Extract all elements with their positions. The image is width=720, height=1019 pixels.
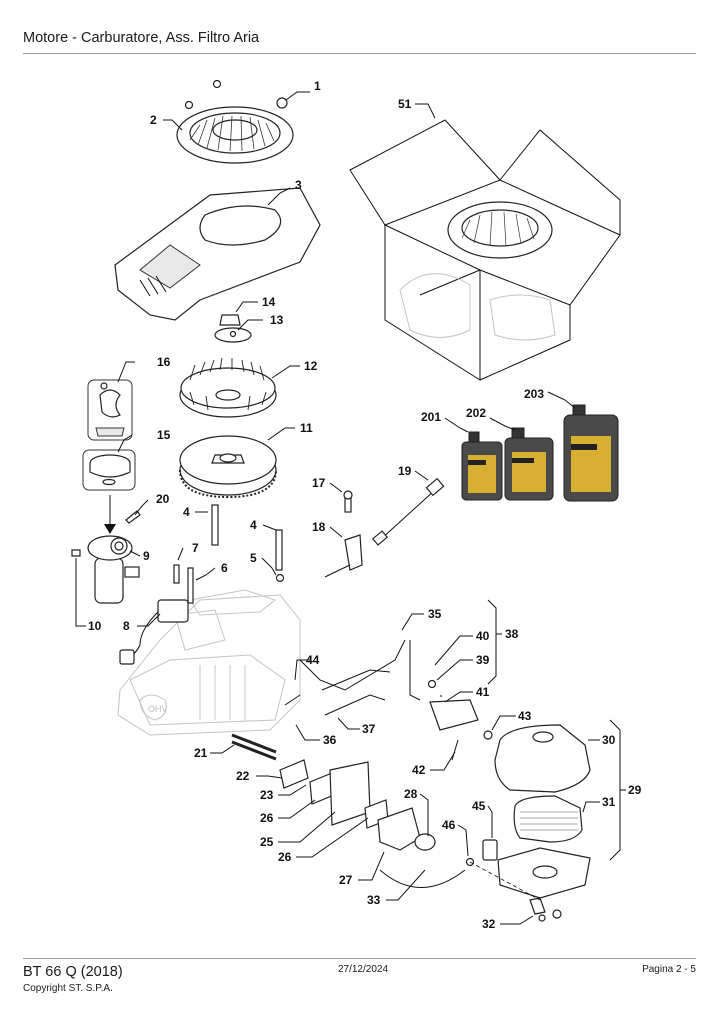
part-starter-motor [87,535,140,604]
callout-44: 44 [306,653,320,667]
callout-16: 16 [157,355,171,369]
callout-14: 14 [262,295,276,309]
callout-43: 43 [518,709,532,723]
page-title: Motore - Carburatore, Ass. Filtro Aria [23,30,260,46]
part-carburetor [377,807,466,888]
footer-model: BT 66 Q (2018) [23,964,123,980]
engine-block: OHV [117,589,301,736]
callout-38: 38 [505,627,519,641]
callout-40: 40 [476,629,490,643]
callout-45: 45 [472,799,486,813]
part-spacer [465,839,498,867]
callout-11: 11 [300,421,313,435]
footer-date: 27/12/2024 [337,964,389,975]
callout-10: 10 [88,619,102,633]
callout-9: 9 [143,549,150,563]
callout-42: 42 [412,763,426,777]
part-stud-long [231,733,277,761]
callout-12: 12 [304,359,318,373]
part-air-filter-cover [494,724,591,793]
part-washer-plate [214,327,252,343]
part-nut [184,79,288,110]
part-engine-box [349,119,621,381]
callout-46: 46 [442,818,456,832]
footer-divider [23,958,696,959]
callout-7: 7 [192,541,199,555]
callout-4: 4 [183,505,190,519]
callout-13: 13 [270,313,284,327]
callout-5: 5 [250,551,257,565]
callout-15: 15 [157,428,171,442]
part-wiring-harness [371,477,445,546]
callout-32: 32 [482,917,496,931]
callout-33: 33 [367,893,381,907]
callout-8: 8 [123,619,130,633]
part-air-filter-element [513,795,583,843]
callout-21: 21 [194,746,208,760]
callout-25: 25 [260,835,274,849]
part-grille [176,106,294,164]
exploded-parts-diagram: OHV [0,60,720,955]
callout-17: 17 [312,476,326,490]
callout-6: 6 [221,561,228,575]
callout-labels: 1 2 3 14 13 12 11 16 15 20 4 4 5 6 7 9 1… [88,79,642,931]
callout-28: 28 [404,787,418,801]
callout-39: 39 [476,653,490,667]
header-divider [23,53,696,54]
callout-1: 1 [314,79,321,93]
callout-202: 202 [466,406,486,420]
callout-18: 18 [312,520,326,534]
part-ignition-coil [119,599,189,665]
callout-36: 36 [323,733,337,747]
part-engine-shroud [114,187,321,321]
callout-29: 29 [628,783,642,797]
callout-51: 51 [398,97,412,111]
callout-19: 19 [398,464,412,478]
part-bracket-screw [343,490,353,513]
part-bolt [71,510,141,557]
callout-201: 201 [421,410,441,424]
callout-3: 3 [295,178,302,192]
callout-2: 2 [150,113,157,127]
part-oil-bottle-large [563,404,619,502]
leader-lines [75,91,626,925]
callout-23: 23 [260,788,274,802]
callout-27: 27 [339,873,353,887]
callout-26: 26 [260,811,274,825]
part-throttle-linkage [284,639,493,761]
part-oil-bottle-small [461,431,503,501]
part-starter-cup [82,449,136,491]
callout-4: 4 [250,518,257,532]
part-oil-bottle-medium [504,427,554,501]
part-starter-kit [87,379,133,441]
footer-page-number: Pagina 2 - 5 [642,964,696,975]
callout-203: 203 [524,387,544,401]
callout-31: 31 [602,795,616,809]
part-ignition-module [324,534,363,578]
callout-37: 37 [362,722,376,736]
callout-26: 26 [278,850,292,864]
part-cooling-fan [179,357,277,418]
part-gasket [279,759,389,829]
part-stud [173,504,285,604]
footer-copyright: Copyright ST. S.P.A. [23,983,113,994]
part-air-filter-base [497,847,591,922]
engine-label: OHV [148,704,168,714]
part-flywheel [179,435,277,499]
callout-22: 22 [236,769,250,783]
callout-41: 41 [476,685,490,699]
callout-35: 35 [428,607,442,621]
callout-20: 20 [156,492,170,506]
callout-30: 30 [602,733,616,747]
part-fan-nut [219,314,241,326]
